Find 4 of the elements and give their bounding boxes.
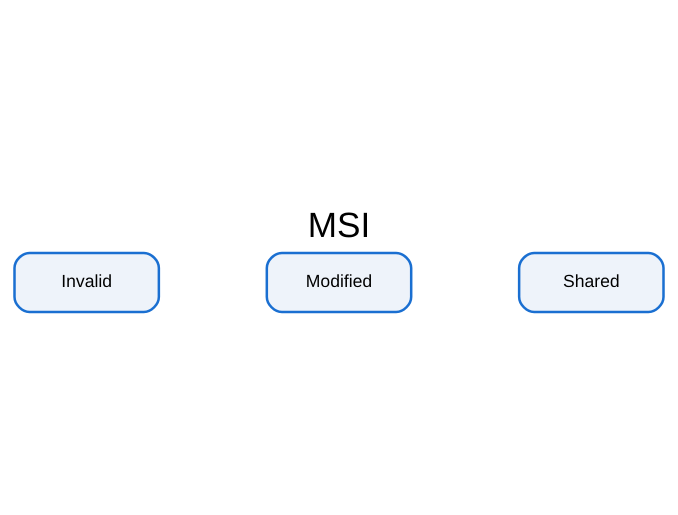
node-box: Modified (266, 251, 412, 313)
node-box: Shared (518, 251, 665, 313)
diagram-title: MSI (308, 206, 370, 245)
node-box: Invalid (13, 251, 160, 313)
